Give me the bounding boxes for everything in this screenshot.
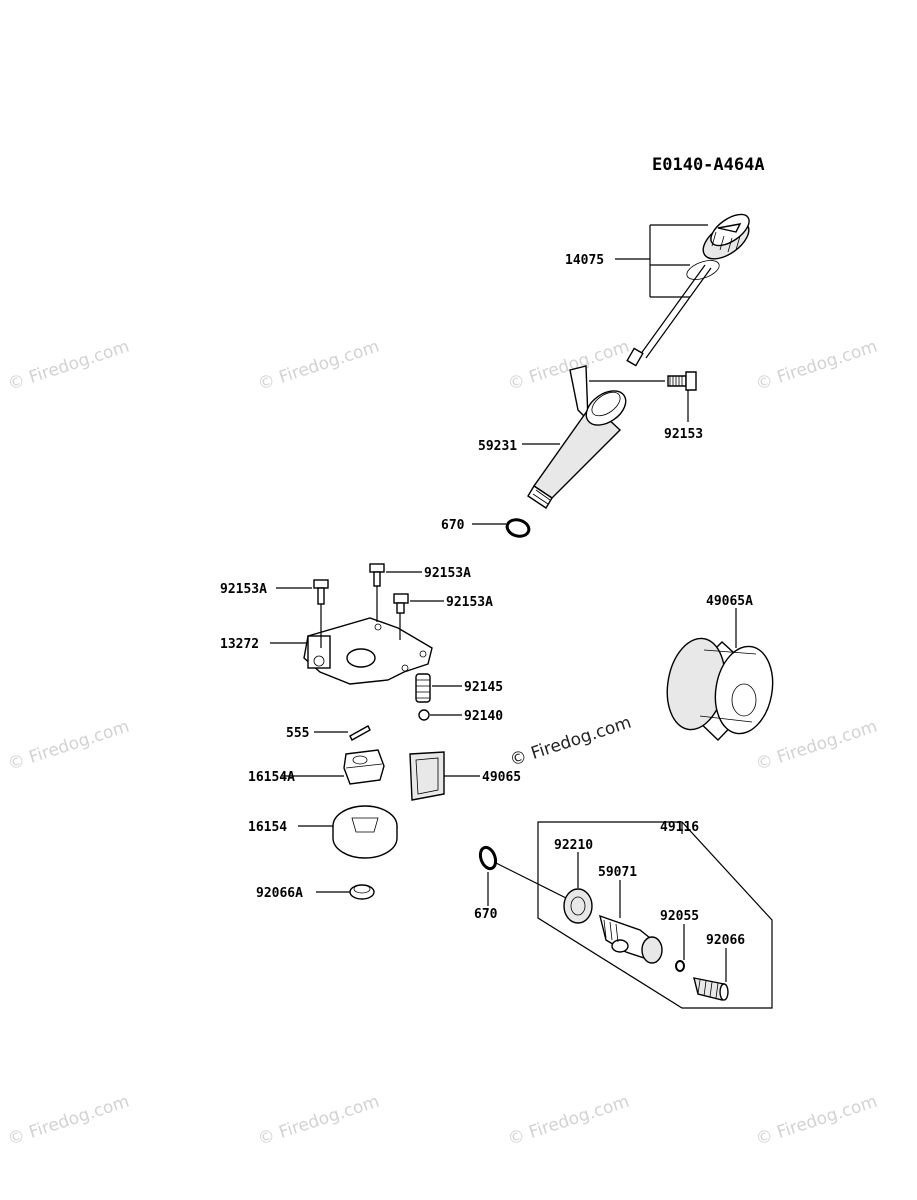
part-92055-oring[interactable] (675, 960, 685, 972)
part-59071-fitting[interactable] (599, 914, 663, 964)
part-label-92055: 92055 (660, 909, 699, 924)
watermark: © Firedog.com (505, 337, 631, 395)
part-13272-pump-cover[interactable] (303, 617, 433, 685)
part-92066-plug-screw[interactable] (693, 977, 729, 1001)
part-59231-filler-tube[interactable] (527, 365, 632, 509)
diagram-code: E0140-A464A (652, 155, 765, 175)
watermark: © Firedog.com (5, 717, 131, 775)
watermark-center: © Firedog.com (507, 713, 633, 771)
part-label-92153A-2: 92153A (424, 566, 471, 581)
part-92153A-bolt-1[interactable] (313, 579, 329, 605)
part-16154-outer-rotor[interactable] (332, 805, 398, 859)
part-92210-nut[interactable] (563, 888, 593, 924)
part-49065-gasket[interactable] (409, 751, 445, 801)
part-label-92066: 92066 (706, 933, 745, 948)
part-label-16154A: 16154A (248, 770, 295, 785)
part-92153A-bolt-3[interactable] (393, 593, 409, 614)
part-label-13272: 13272 (220, 637, 259, 652)
watermark: © Firedog.com (753, 337, 879, 395)
watermark: © Firedog.com (255, 1092, 381, 1150)
part-label-59231: 59231 (478, 439, 517, 454)
part-label-92153A-3: 92153A (446, 595, 493, 610)
watermark: © Firedog.com (5, 1092, 131, 1150)
part-92153-bolt[interactable] (667, 371, 697, 391)
part-label-92145: 92145 (464, 680, 503, 695)
part-670-oring-top[interactable] (505, 517, 531, 538)
part-label-92140: 92140 (464, 709, 503, 724)
part-92140-ball[interactable] (418, 709, 430, 721)
watermark: © Firedog.com (753, 1092, 879, 1150)
part-label-59071: 59071 (598, 865, 637, 880)
part-14075-dipstick[interactable] (626, 208, 755, 367)
part-label-16154: 16154 (248, 820, 287, 835)
part-label-14075: 14075 (565, 253, 604, 268)
watermark-layer: © Firedog.com © Firedog.com © Firedog.co… (5, 337, 879, 1150)
part-92153A-bolt-2[interactable] (369, 563, 385, 587)
part-92145-spring[interactable] (415, 673, 431, 703)
part-555-pin[interactable] (349, 725, 371, 741)
part-16154A-inner-rotor[interactable] (343, 749, 385, 785)
part-label-92066A: 92066A (256, 886, 303, 901)
part-label-49116: 49116 (660, 820, 699, 835)
watermark: © Firedog.com (753, 717, 879, 775)
watermark: © Firedog.com (5, 337, 131, 395)
part-label-670-bottom: 670 (474, 907, 498, 922)
part-label-49065: 49065 (482, 770, 521, 785)
part-label-670-top: 670 (441, 518, 465, 533)
part-label-92153A-1: 92153A (220, 582, 267, 597)
part-label-49065A: 49065A (706, 594, 753, 609)
part-49065A-oil-filter[interactable] (660, 634, 779, 741)
part-92066A-plug[interactable] (349, 884, 375, 900)
watermark: © Firedog.com (505, 1092, 631, 1150)
part-label-92210: 92210 (554, 838, 593, 853)
watermark: © Firedog.com (255, 337, 381, 395)
part-670-oring-bottom[interactable] (478, 845, 499, 871)
part-label-92153: 92153 (664, 427, 703, 442)
part-label-555: 555 (286, 726, 309, 741)
